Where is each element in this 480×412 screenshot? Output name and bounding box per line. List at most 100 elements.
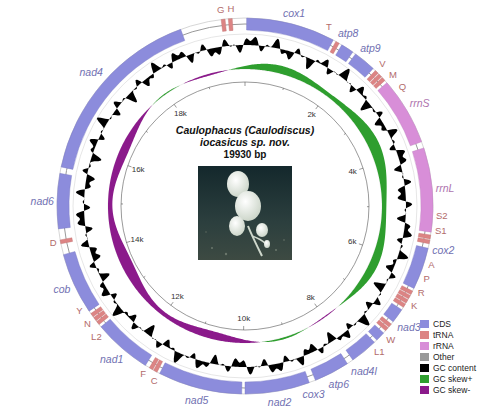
gene-label: C (151, 376, 158, 387)
gene-label: atp6 (329, 378, 349, 390)
scale-tick (281, 322, 283, 324)
scale-label: 8k (306, 293, 314, 302)
gene-label: A (428, 260, 434, 271)
legend-row: GC skew- (420, 384, 476, 395)
scale-tick (205, 322, 207, 324)
gene-label: cox1 (283, 7, 305, 19)
legend-row: CDS (420, 318, 476, 329)
legend-label: CDS (433, 319, 451, 329)
gene-arc (221, 19, 226, 31)
gene-label: N (84, 319, 91, 330)
scale-tick (146, 131, 148, 132)
gene-label: cox3 (302, 388, 324, 400)
scale-tick (243, 326, 244, 330)
gene-label: P (424, 274, 430, 285)
gene-label: D (50, 238, 57, 249)
specimen-photo (198, 166, 292, 260)
scale-tick (315, 304, 317, 307)
gene-label: nad4l (351, 365, 377, 377)
scale-label: 6k (348, 237, 356, 246)
legend: CDStRNArRNAOtherGC contentGC skew+GC ske… (420, 318, 476, 395)
legend-swatch (420, 364, 429, 372)
gene-label: S2 (436, 211, 448, 222)
gene-arc (245, 371, 309, 394)
gene-arc (60, 238, 73, 244)
gene-arc (384, 303, 402, 322)
scale-tick (126, 241, 130, 242)
gene-arc (311, 354, 347, 381)
scale-tick (359, 244, 363, 245)
gene-label: Q (399, 82, 406, 93)
legend-label: GC content (433, 363, 476, 373)
legend-label: Other (433, 352, 454, 362)
legend-swatch (420, 375, 429, 383)
scale-tick (209, 87, 211, 89)
scale-tick (121, 203, 123, 204)
ring-line (73, 34, 417, 378)
legend-row: tRNA (420, 329, 476, 340)
gene-label: nad6 (31, 195, 54, 207)
legend-row: Other (420, 351, 476, 362)
scale-label: 16k (132, 165, 145, 174)
gene-arc (378, 83, 422, 146)
gene-label: nad3 (397, 321, 420, 333)
scale-tick (128, 166, 132, 167)
scale-label: 18k (174, 109, 187, 118)
scale-circle (121, 82, 369, 330)
gene-label: rrnS (410, 97, 430, 109)
scale-tick (282, 88, 284, 90)
gene-label: Y (76, 306, 82, 317)
gene-label: M (389, 70, 397, 81)
legend-row: rRNA (420, 340, 476, 351)
gene-label: nad5 (185, 394, 208, 406)
gene-label: nad1 (100, 353, 123, 365)
scale-label: 10k (237, 314, 250, 323)
scale-tick (171, 302, 173, 305)
legend-swatch (420, 386, 429, 394)
gene-label: atp9 (360, 42, 380, 54)
gene-label: atp8 (338, 27, 358, 39)
scale-tick (344, 133, 346, 134)
gene-arc (101, 319, 152, 365)
legend-swatch (420, 342, 429, 350)
legend-swatch (420, 331, 429, 339)
gene-arc (368, 325, 383, 340)
legend-label: GC skew- (433, 385, 470, 395)
gene-arc (57, 173, 72, 229)
gene-label: H (227, 4, 234, 15)
genome-rings (57, 18, 433, 394)
scale-tick (316, 106, 318, 109)
legend-swatch (420, 320, 429, 328)
gene-arc (149, 357, 158, 369)
gene-label: L2 (91, 332, 102, 343)
scale-tick (144, 276, 146, 277)
scale-label: 14k (131, 235, 144, 244)
gene-arc (412, 148, 433, 232)
legend-label: tRNA (433, 330, 453, 340)
gene-arc (417, 238, 430, 244)
gene-label: nad4 (80, 66, 103, 78)
legend-row: GC content (420, 362, 476, 373)
gene-label: S1 (435, 226, 447, 237)
legend-label: GC skew+ (433, 374, 472, 384)
scale-tick (174, 104, 176, 107)
gene-label: F (140, 369, 146, 380)
scale-label: 2k (307, 110, 315, 119)
gene-label: V (379, 59, 385, 70)
ring-line (57, 18, 433, 394)
scale-tick (367, 206, 369, 207)
gene-arc (336, 45, 353, 62)
gene-label: R (418, 288, 425, 299)
gc-skew-positive (108, 64, 387, 343)
gene-label: rrnL (436, 182, 455, 194)
gene-label: G (217, 5, 224, 16)
legend-label: rRNA (433, 341, 454, 351)
gene-label: cox2 (432, 244, 454, 256)
scale-tick (245, 82, 246, 86)
legend-swatch (420, 353, 429, 361)
gene-arc (346, 334, 374, 360)
scale-tick (359, 168, 363, 169)
gc-content (76, 37, 412, 375)
